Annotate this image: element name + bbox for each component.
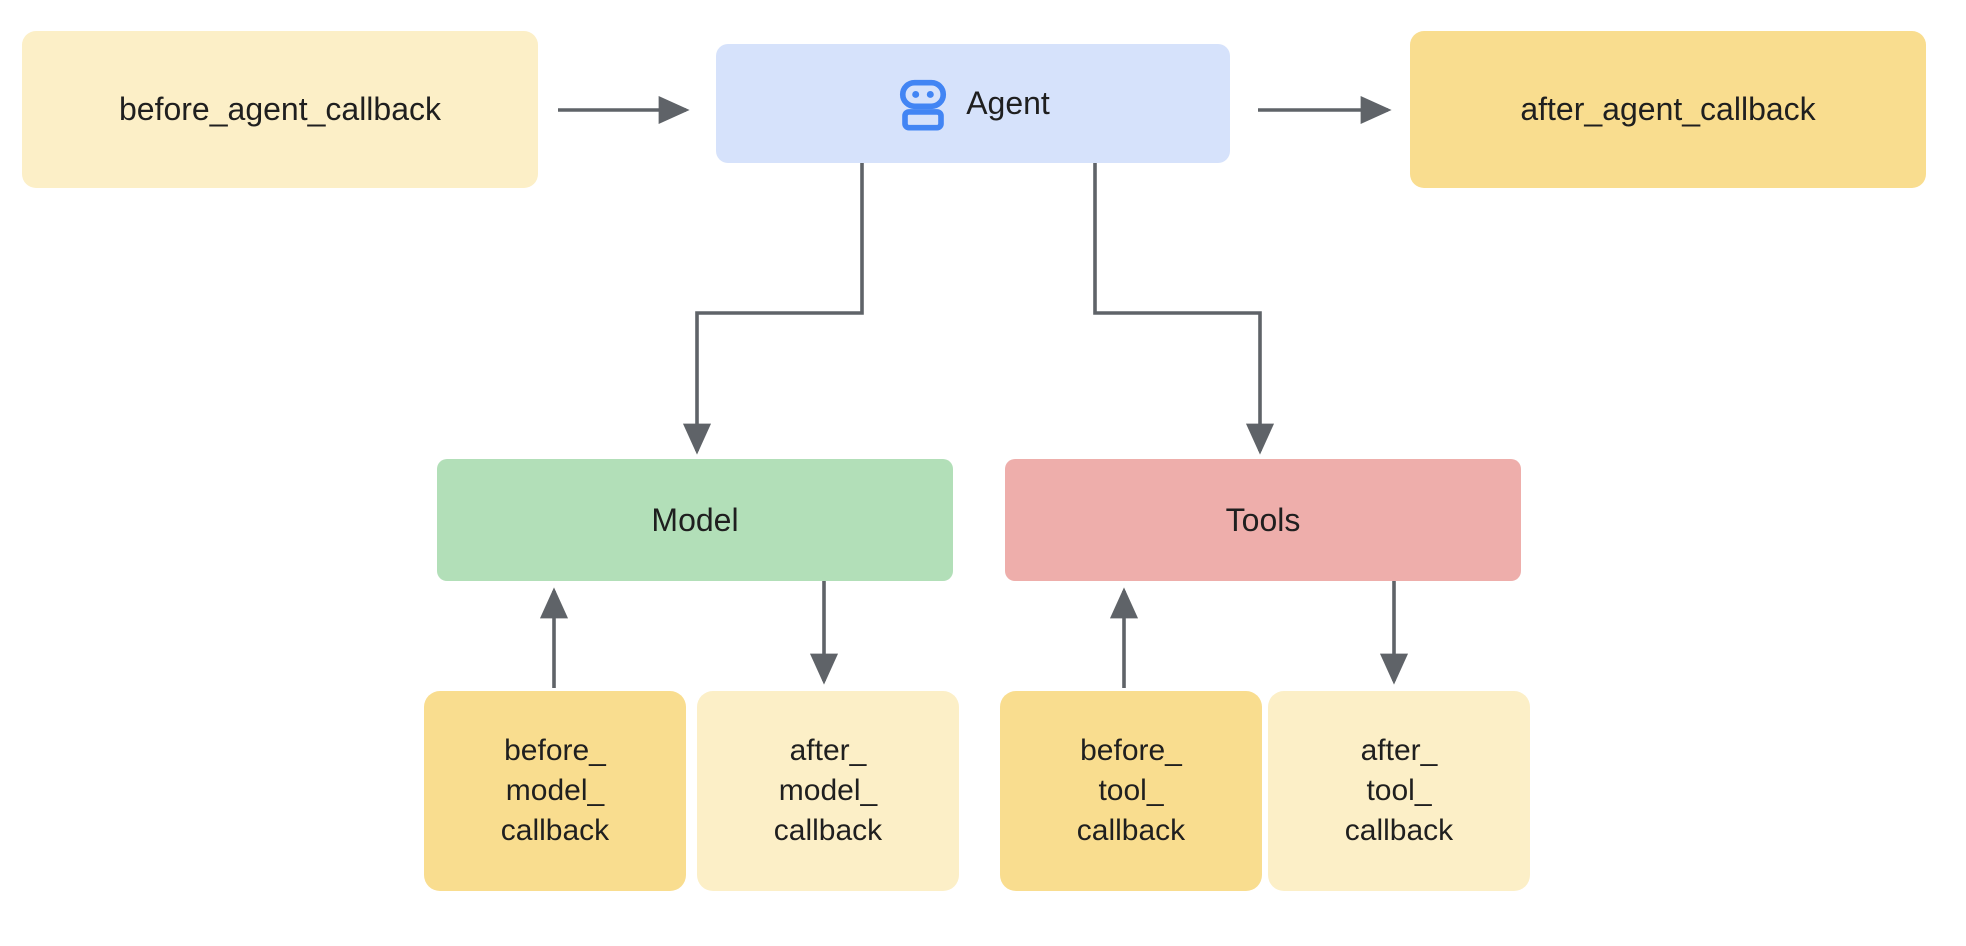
- node-tools[interactable]: Tools: [1005, 459, 1521, 581]
- node-agent-label: Agent: [966, 85, 1050, 122]
- node-after-tool-callback[interactable]: after_ tool_ callback: [1268, 691, 1530, 891]
- node-after-agent-callback-label: after_agent_callback: [1520, 91, 1816, 128]
- node-after-tool-callback-label: after_ tool_ callback: [1344, 734, 1454, 847]
- node-model-label: Model: [651, 501, 739, 538]
- node-after-model-callback[interactable]: after_ model_ callback: [697, 691, 959, 891]
- node-model[interactable]: Model: [437, 459, 953, 581]
- node-after-model-callback-label: after_ model_ callback: [773, 734, 883, 847]
- node-before-tool-callback-label: before_ tool_ callback: [1076, 734, 1186, 847]
- node-tools-label: Tools: [1225, 501, 1301, 538]
- node-agent[interactable]: Agent: [716, 44, 1230, 163]
- edge-agent-to-model: [682, 163, 864, 455]
- agent-content: Agent: [896, 77, 1050, 131]
- edge-agent-to-tools: [1093, 163, 1275, 455]
- robot-icon: [900, 79, 947, 130]
- node-before-tool-callback[interactable]: before_ tool_ callback: [1000, 691, 1262, 891]
- node-before-agent-callback[interactable]: before_agent_callback: [22, 31, 538, 188]
- node-before-model-callback[interactable]: before_ model_ callback: [424, 691, 686, 891]
- node-after-agent-callback[interactable]: after_agent_callback: [1410, 31, 1926, 188]
- node-before-model-callback-label: before_ model_ callback: [500, 734, 610, 847]
- node-before-agent-callback-label: before_agent_callback: [118, 91, 441, 128]
